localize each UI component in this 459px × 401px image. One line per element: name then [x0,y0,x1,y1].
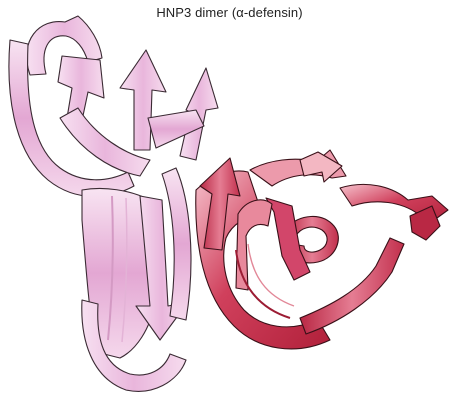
left-monomer [9,16,218,391]
right-inner-sheet [236,200,272,290]
right-inner-strand [266,198,310,280]
right-monomer [196,150,448,349]
